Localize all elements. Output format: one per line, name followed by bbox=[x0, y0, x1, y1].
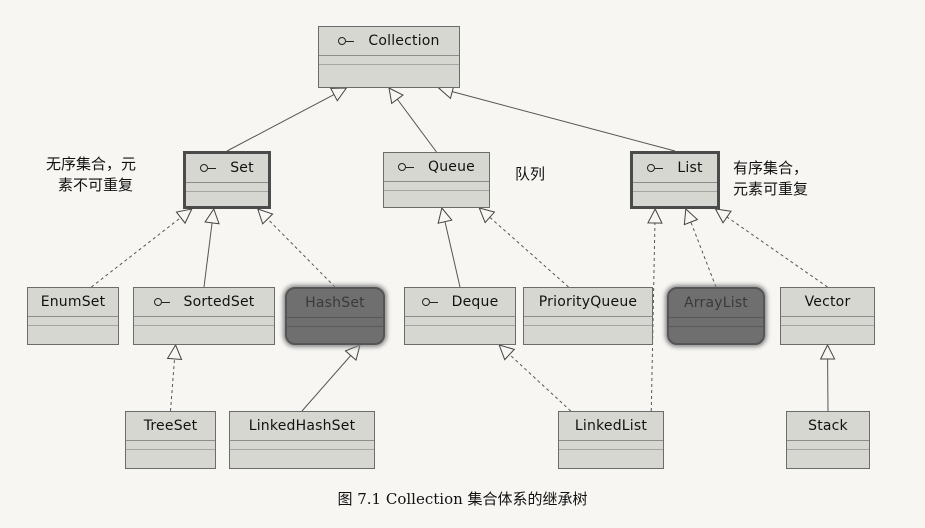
set-note: 无序集合，元 素不可重复 bbox=[46, 154, 136, 196]
node-label: PriorityQueue bbox=[538, 294, 638, 310]
edge-linkedlist-list bbox=[650, 222, 656, 412]
node-label: List bbox=[677, 160, 703, 176]
node-linkedhashset: LinkedHashSet bbox=[229, 411, 375, 469]
node-hashset: HashSet bbox=[285, 287, 385, 345]
node-priorityqueue: PriorityQueue bbox=[523, 287, 653, 345]
list-note-line2: 元素可重复 bbox=[733, 180, 809, 198]
node-set: Set bbox=[183, 151, 271, 209]
node-treeset: TreeSet bbox=[125, 411, 216, 469]
edge-linkedhashset-hashset bbox=[301, 355, 352, 412]
edge-hashset-set bbox=[267, 218, 336, 288]
node-list: List bbox=[630, 151, 720, 209]
edge-sortedset-set bbox=[203, 222, 213, 288]
node-queue: Queue bbox=[383, 152, 490, 208]
node-label: ArrayList bbox=[684, 295, 748, 311]
interface-icon bbox=[398, 162, 414, 172]
edge-arraylist-list bbox=[690, 221, 717, 288]
arrowhead-priorityqueue-queue bbox=[478, 207, 496, 224]
node-deque: Deque bbox=[404, 287, 516, 345]
arrowhead-treeset-sortedset bbox=[166, 343, 183, 361]
arrowhead-set-collection bbox=[329, 87, 348, 102]
list-note-line1: 有序集合， bbox=[733, 159, 809, 177]
queue-note: 队列 bbox=[515, 164, 545, 185]
set-note-line2: 素不可重复 bbox=[58, 176, 134, 194]
node-label: Queue bbox=[428, 159, 475, 175]
node-label: Vector bbox=[804, 294, 851, 310]
edge-queue-collection bbox=[396, 98, 437, 153]
arrowhead-linkedlist-list bbox=[647, 207, 663, 224]
edge-vector-list bbox=[726, 216, 828, 288]
node-arraylist: ArrayList bbox=[667, 287, 765, 345]
node-stack: Stack bbox=[786, 411, 870, 469]
interface-icon bbox=[421, 297, 438, 307]
node-label: Stack bbox=[808, 418, 848, 434]
arrowhead-queue-collection bbox=[388, 87, 404, 105]
interface-icon bbox=[200, 163, 217, 173]
node-vector: Vector bbox=[780, 287, 875, 345]
set-note-line1: 无序集合，元 bbox=[46, 155, 137, 173]
arrowhead-linkedlist-deque bbox=[498, 344, 516, 361]
arrowhead-enumset-set bbox=[175, 208, 193, 225]
interface-icon bbox=[153, 297, 170, 307]
node-label: Collection bbox=[368, 33, 440, 49]
arrowhead-hashset-set bbox=[257, 208, 274, 225]
node-label: Set bbox=[230, 160, 254, 176]
arrowhead-deque-queue bbox=[437, 206, 453, 224]
edge-enumset-set bbox=[91, 217, 182, 288]
node-collection: Collection bbox=[318, 26, 460, 88]
node-label: SortedSet bbox=[183, 294, 255, 310]
interface-icon bbox=[338, 36, 355, 46]
arrowhead-stack-vector bbox=[819, 343, 836, 360]
edge-treeset-sortedset bbox=[170, 358, 176, 412]
edge-list-collection bbox=[452, 91, 676, 152]
node-label: TreeSet bbox=[143, 418, 198, 434]
queue-note-text: 队列 bbox=[515, 165, 546, 183]
arrowhead-arraylist-list bbox=[683, 207, 699, 226]
node-enumset: EnumSet bbox=[27, 287, 119, 345]
edge-priorityqueue-queue bbox=[489, 216, 569, 288]
node-label: EnumSet bbox=[40, 294, 106, 310]
node-label: LinkedList bbox=[574, 418, 648, 434]
arrowhead-linkedhashset-hashset bbox=[344, 344, 361, 362]
node-sortedset: SortedSet bbox=[133, 287, 275, 345]
interface-icon bbox=[647, 163, 664, 173]
node-label: Deque bbox=[451, 294, 499, 310]
list-note: 有序集合， 元素可重复 bbox=[733, 158, 808, 200]
edge-set-collection bbox=[226, 94, 335, 152]
edge-deque-queue bbox=[444, 221, 461, 288]
arrowhead-vector-list bbox=[714, 208, 732, 224]
figure-caption: 图 7.1 Collection 集合体系的继承树 bbox=[337, 490, 588, 508]
arrowhead-sortedset-set bbox=[204, 207, 220, 225]
node-linkedlist: LinkedList bbox=[558, 411, 664, 469]
edge-linkedlist-deque bbox=[509, 354, 572, 412]
node-label: LinkedHashSet bbox=[248, 418, 356, 434]
node-label: HashSet bbox=[305, 295, 365, 311]
